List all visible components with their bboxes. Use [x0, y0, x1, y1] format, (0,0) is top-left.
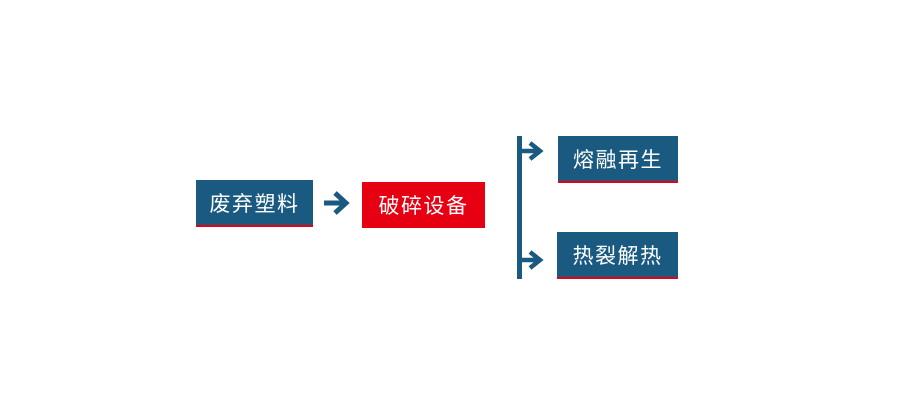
node-waste-plastic-label: 废弃塑料 — [209, 192, 300, 216]
node-crushing-equipment: 破碎设备 — [362, 182, 485, 228]
node-melt-regeneration: 熔融再生 — [558, 136, 678, 183]
node-waste-plastic: 废弃塑料 — [196, 180, 313, 227]
arrow-right-icon — [324, 191, 350, 215]
node-crushing-equipment-label: 破碎设备 — [378, 195, 469, 218]
branch-arrow-bottom-icon — [521, 250, 544, 270]
node-pyrolysis-heat: 热裂解热 — [557, 232, 678, 279]
branch-arrow-top-icon — [521, 141, 544, 161]
branch-vertical-line — [517, 136, 522, 279]
node-melt-regeneration-label: 熔融再生 — [573, 148, 663, 172]
node-pyrolysis-heat-label: 热裂解热 — [572, 244, 663, 268]
